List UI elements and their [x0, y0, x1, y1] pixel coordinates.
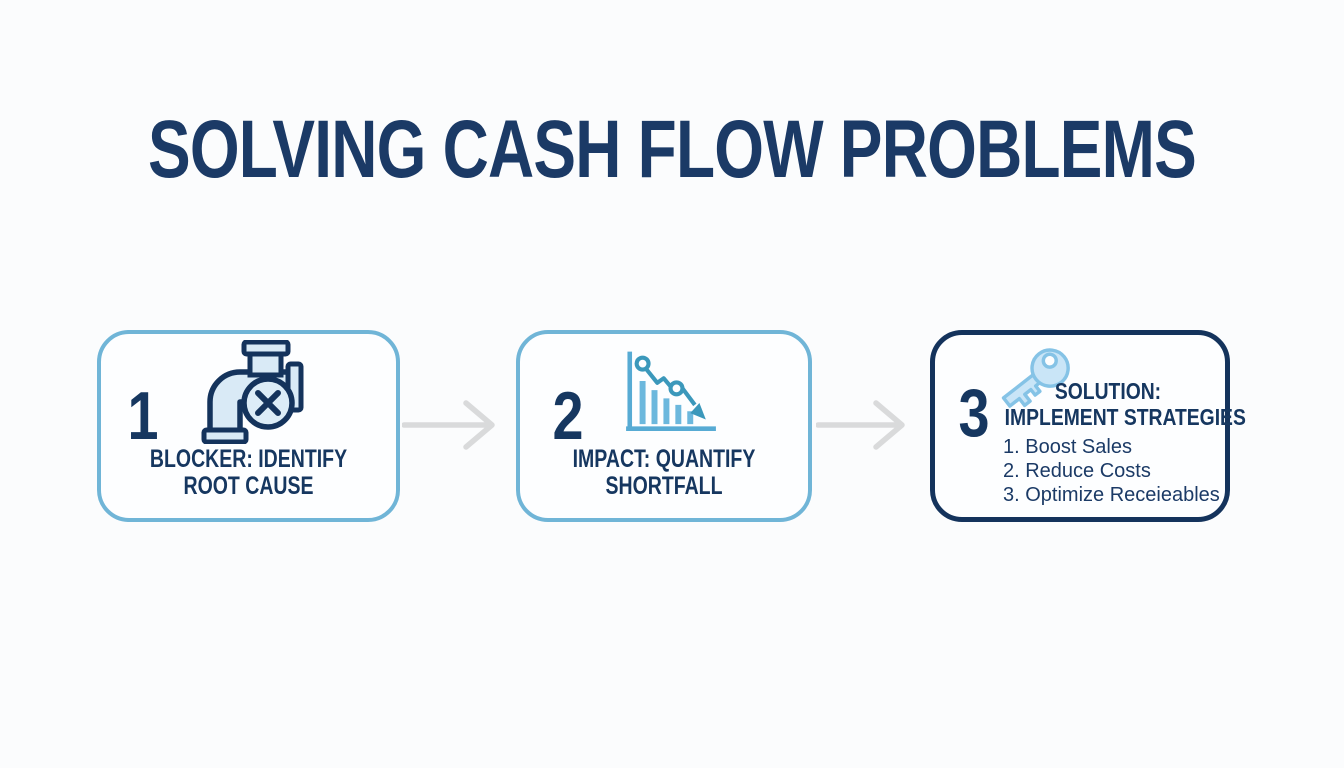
blocked-pipe-icon [201, 340, 304, 444]
step-2-number: 2 [552, 378, 584, 454]
step-box-blocker: 1 BLOCKER: IDENTIFY ROOT CAUSE [97, 330, 400, 522]
step-2-title-line-1: IMPACT: QUANTIFY [572, 445, 756, 473]
list-item: 1. Boost Sales [1003, 436, 1132, 458]
step-2-title-line-2: SHORTFALL [605, 472, 723, 500]
step-1-title-line-2: ROOT CAUSE [183, 472, 314, 500]
list-item: 3. Optimize Receieables [1003, 484, 1220, 506]
step-box-solution: 3 SOLUTION: IMPLEMENT STRATEGIES 1. Boos… [930, 330, 1246, 522]
step-3-number: 3 [958, 375, 990, 451]
step-box-impact: 2 IMPACT: QUANTIFY SHORTFALL [516, 330, 812, 522]
list-item: 2. Reduce Costs [1003, 460, 1151, 482]
arrow-right-icon [402, 400, 495, 450]
step-3-title: SOLUTION: IMPLEMENT STRATEGIES [1004, 378, 1246, 430]
solution-strategies-list: 1. Boost Sales 2. Reduce Costs 3. Optimi… [1003, 435, 1220, 507]
step-2-title: IMPACT: QUANTIFY SHORTFALL [552, 446, 777, 500]
step-3-title-line-1: SOLUTION: [1054, 378, 1162, 404]
step-1-title-line-1: BLOCKER: IDENTIFY [149, 445, 348, 473]
step-1-number: 1 [127, 378, 159, 454]
step-3-title-line-2: IMPLEMENT STRATEGIES [1004, 404, 1246, 430]
key-icon [1001, 348, 1070, 408]
declining-chart-icon [626, 351, 716, 431]
step-1-title: BLOCKER: IDENTIFY ROOT CAUSE [133, 446, 363, 500]
arrow-right-icon [816, 400, 905, 450]
page-title: SOLVING CASH FLOW PROBLEMS [147, 104, 1197, 195]
